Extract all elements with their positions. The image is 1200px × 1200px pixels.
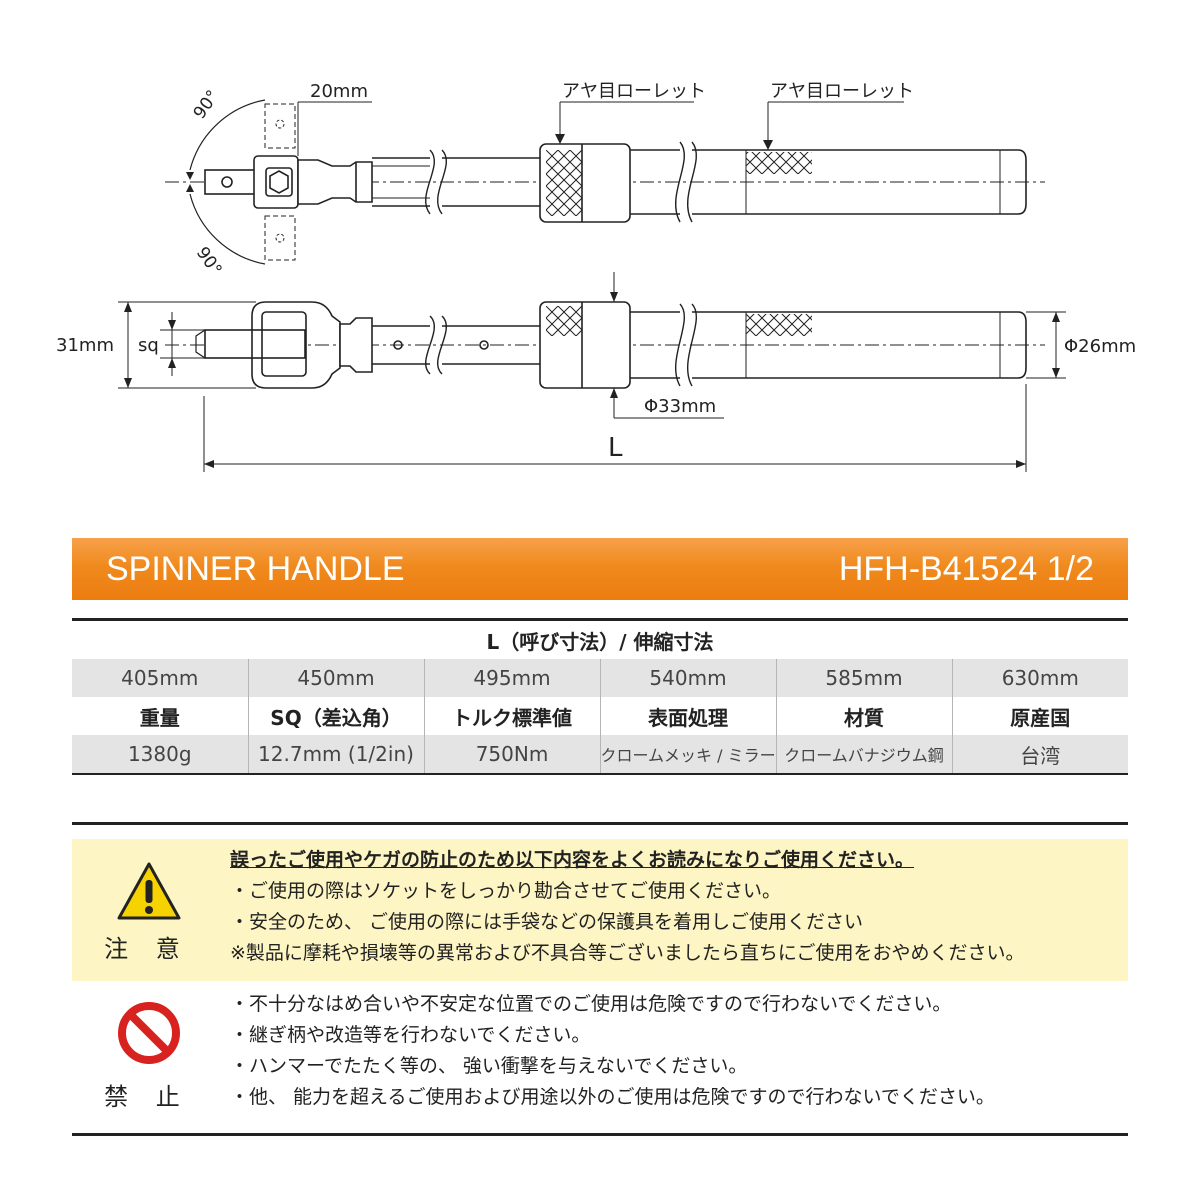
spec-header-row: 重量 SQ（差込角） トルク標準値 表面処理 材質 原産国 (72, 697, 1129, 735)
technical-drawing: 90° 90° 20mm アヤ目ローレット アヤ目ローレット (56, 81, 1136, 472)
length-cell: 450mm (247, 659, 424, 697)
side-view (118, 272, 1066, 472)
length-cell: 585mm (775, 659, 952, 697)
caution-section: 注 意 誤ったご使用やケガの防止のため以下内容をよくお読みになりご使用ください。… (72, 839, 1128, 981)
material-value: クロームバナジウム鋼 (775, 735, 952, 774)
warning-triangle-icon (117, 862, 181, 920)
length-cell: 630mm (951, 659, 1129, 697)
length-cell: 540mm (599, 659, 776, 697)
sq-label: sq (138, 335, 159, 356)
origin-value: 台湾 (951, 735, 1129, 774)
sleeve-diameter-label: Φ33mm (644, 396, 716, 417)
sq-header: SQ（差込角） (247, 697, 424, 735)
model-number: HFH-B41524 1/2 (838, 550, 1094, 588)
origin-header: 原産国 (951, 697, 1129, 735)
prohibited-icon (118, 1002, 180, 1064)
prohibition-item: ・不十分なはめ合いや不安定な位置でのご使用は危険ですので行わないでください。 (230, 993, 952, 1015)
prohibition-item: ・他、 能力を超えるご使用および用途以外のご使用は危険ですので行わないでください… (230, 1086, 995, 1108)
caution-item: ※製品に摩耗や損壊等の異常および不具合等ございましたら直ちにご使用をおやめくださ… (230, 942, 1025, 964)
prohibition-text: ・不十分なはめ合いや不安定な位置でのご使用は危険ですので行わないでください。 ・… (230, 989, 995, 1113)
length-row: 405mm 450mm 495mm 540mm 585mm 630mm (72, 659, 1129, 697)
prohibition-section: 禁 止 ・不十分なはめ合いや不安定な位置でのご使用は危険ですので行わないでくださ… (72, 987, 1128, 1127)
finish-value: クロームメッキ / ミラー仕上 (599, 735, 776, 774)
safety-notice: 注 意 誤ったご使用やケガの防止のため以下内容をよくお読みになりご使用ください。… (72, 822, 1128, 1136)
length-cell: 405mm (72, 659, 248, 697)
length-label: L (608, 433, 623, 463)
product-banner: SPINNER HANDLE HFH-B41524 1/2 (72, 538, 1128, 600)
spec-value-row: 1380g 12.7mm (1/2in) 750Nm クロームメッキ / ミラー… (72, 735, 1129, 774)
height-label: 31mm (56, 335, 114, 356)
caution-item: ・ご使用の際はソケットをしっかり勘合させてご使用ください。 (230, 880, 782, 902)
prohibition-label: 禁 止 (104, 1083, 190, 1111)
knurl-label-2: アヤ目ローレット (770, 81, 914, 102)
sq-value: 12.7mm (1/2in) (247, 735, 424, 774)
grip-diameter-label: Φ26mm (1064, 336, 1136, 357)
material-header: 材質 (775, 697, 952, 735)
knurl-label-1: アヤ目ローレット (562, 81, 706, 102)
weight-header: 重量 (72, 697, 248, 735)
head-width-label: 20mm (310, 81, 368, 102)
angle-label-bottom: 90° (192, 243, 226, 279)
length-header: L（呼び寸法）/ 伸縮寸法 (72, 619, 1129, 659)
caution-label: 注 意 (104, 935, 190, 963)
torque-header: トルク標準値 (423, 697, 600, 735)
caution-text: 誤ったご使用やケガの防止のため以下内容をよくお読みになりご使用ください。 ・ご使… (230, 845, 1025, 969)
caution-item: ・安全のため、 ご使用の際には手袋などの保護具を着用しご使用ください (230, 911, 864, 933)
torque-value: 750Nm (423, 735, 600, 774)
product-title: SPINNER HANDLE (106, 550, 405, 588)
length-cell: 495mm (423, 659, 600, 697)
weight-value: 1380g (72, 735, 248, 774)
spec-table: L（呼び寸法）/ 伸縮寸法 405mm 450mm 495mm 540mm 58… (72, 618, 1129, 775)
angle-label-top: 90° (190, 87, 224, 123)
caution-headline: 誤ったご使用やケガの防止のため以下内容をよくお読みになりご使用ください。 (230, 849, 915, 871)
prohibition-item: ・継ぎ柄や改造等を行わないでください。 (230, 1024, 591, 1046)
finish-header: 表面処理 (599, 697, 776, 735)
top-view (165, 99, 1045, 265)
prohibition-item: ・ハンマーでたたく等の、 強い衝撃を与えないでください。 (230, 1055, 748, 1077)
